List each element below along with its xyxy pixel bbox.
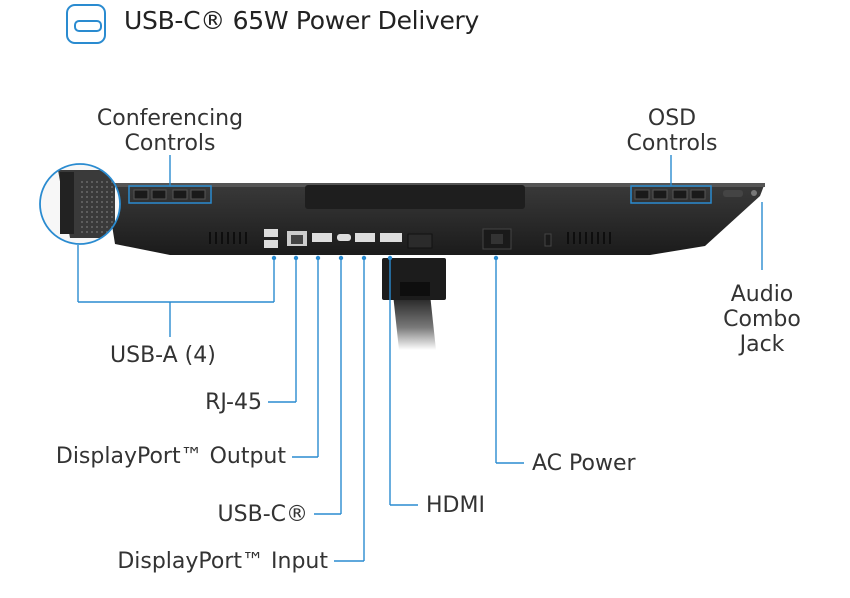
zoom-detail xyxy=(39,163,121,245)
label-hdmi: HDMI xyxy=(426,493,485,518)
label-displayport-input: DisplayPort™ Input xyxy=(117,549,328,574)
label-line: Controls xyxy=(124,131,216,156)
label-line: Combo xyxy=(723,307,801,332)
label-conferencing-controls: Conferencing Controls xyxy=(88,106,252,156)
usb-a-port xyxy=(264,240,278,248)
displayport-in-port xyxy=(355,233,375,242)
label-rj45: RJ-45 xyxy=(205,390,262,415)
hdmi-port xyxy=(380,233,402,242)
label-line: Conferencing xyxy=(96,106,244,131)
label-usb-a: USB-A (4) xyxy=(110,343,216,368)
label-line: Audio xyxy=(730,282,794,307)
stand-neck xyxy=(393,294,436,350)
label-usb-c: USB-C® xyxy=(217,502,308,527)
displayport-out-port xyxy=(312,233,332,242)
usb-a-port xyxy=(264,229,278,237)
usb-c-port-icon xyxy=(66,4,106,44)
page-title: USB-C® 65W Power Delivery xyxy=(124,6,480,35)
label-osd-controls: OSD Controls xyxy=(610,106,734,156)
label-displayport-output: DisplayPort™ Output xyxy=(55,444,286,469)
label-line: Controls xyxy=(626,131,718,156)
label-audio-combo-jack: Audio Combo Jack xyxy=(712,282,812,357)
label-ac-power: AC Power xyxy=(532,451,636,476)
label-line: Jack xyxy=(739,332,785,357)
usb-c-port xyxy=(337,234,351,241)
label-line: OSD xyxy=(647,106,697,131)
